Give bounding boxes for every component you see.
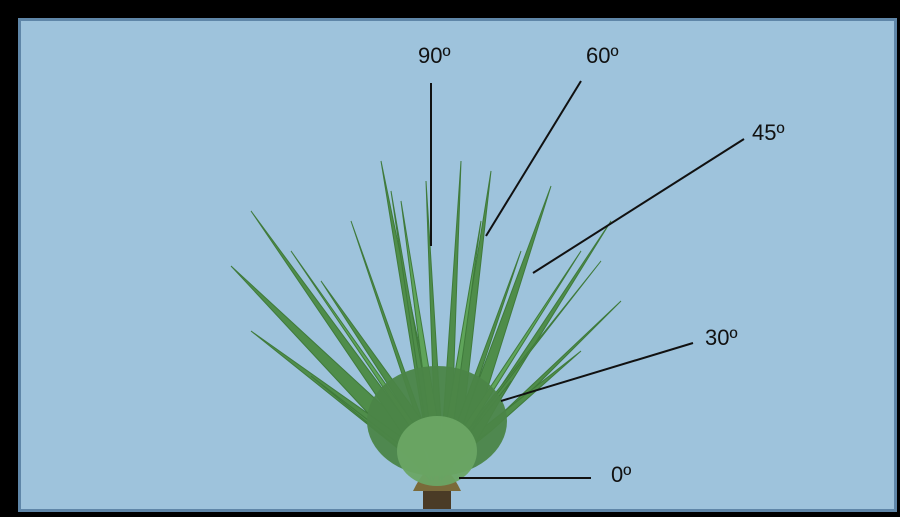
- angle-label-45: 45º: [752, 122, 785, 144]
- angle-label-30: 30º: [705, 327, 738, 349]
- photo-panel: 90º 60º 45º 30º 0º: [18, 18, 897, 512]
- pineapple-plant-figure: [21, 21, 897, 512]
- angle-line-45: [533, 139, 744, 273]
- angle-line-60: [486, 81, 581, 236]
- angle-label-0: 0º: [611, 464, 631, 486]
- angle-label-60: 60º: [586, 45, 619, 67]
- pineapple-plant: [231, 161, 621, 512]
- angle-label-90: 90º: [418, 45, 451, 67]
